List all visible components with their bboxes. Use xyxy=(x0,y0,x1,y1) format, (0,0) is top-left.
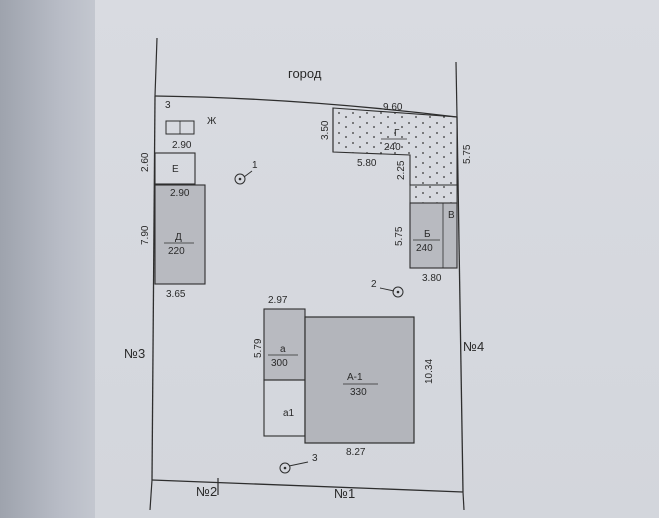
e-letter: Е xyxy=(172,164,179,175)
g-h1: 3.50 xyxy=(320,120,331,140)
v-letter: В xyxy=(448,210,455,221)
point-2-label: 2 xyxy=(371,279,377,290)
survey-point-3 xyxy=(279,461,309,474)
b-letter: Б xyxy=(424,229,431,240)
neighbor-right: №4 xyxy=(463,339,484,354)
fence-extensions xyxy=(149,37,465,511)
b-code: 240 xyxy=(416,243,433,254)
a-main-width: 8.27 xyxy=(346,447,366,458)
e-width: 2.90 xyxy=(170,188,190,199)
building-a-main xyxy=(304,316,415,444)
dim-top: 9.60 xyxy=(383,102,403,113)
a-letter: а xyxy=(280,344,286,355)
point-3-label: 3 xyxy=(312,453,318,464)
a-height: 5.79 xyxy=(253,338,264,358)
a-width: 2.97 xyxy=(268,295,288,306)
a1-letter: а1 xyxy=(283,408,295,419)
b-height: 5.75 xyxy=(394,226,405,246)
d-code: 220 xyxy=(168,246,185,257)
a-main-letter: А-1 xyxy=(347,372,363,383)
e-height: 2.60 xyxy=(140,152,151,172)
building-a xyxy=(263,308,306,381)
g-h-right: 5.75 xyxy=(462,144,473,164)
neighbor-bottom: №1 xyxy=(334,486,355,501)
a-code: 300 xyxy=(271,358,288,369)
zh-num: 3 xyxy=(165,100,171,111)
neighbor-left: №3 xyxy=(124,346,145,361)
building-b xyxy=(409,202,458,269)
g-w1: 5.80 xyxy=(357,158,377,169)
zh-letter: Ж xyxy=(207,116,217,127)
d-height: 7.90 xyxy=(140,225,151,245)
d-letter: Д xyxy=(175,232,182,243)
g-letter: Г xyxy=(394,128,400,139)
building-v xyxy=(409,184,458,204)
zh-width: 2.90 xyxy=(172,140,192,151)
street-label: город xyxy=(288,66,322,81)
building-d xyxy=(154,184,206,285)
a-main-code: 330 xyxy=(350,387,367,398)
survey-point-1 xyxy=(234,170,253,185)
a-main-height: 10.34 xyxy=(424,359,435,384)
g-h2: 2.25 xyxy=(396,160,407,180)
g-code: 240 xyxy=(384,142,401,153)
point-1-label: 1 xyxy=(252,160,258,171)
survey-point-2 xyxy=(379,286,404,298)
d-width: 3.65 xyxy=(166,289,186,300)
building-e xyxy=(154,152,196,185)
b-width: 3.80 xyxy=(422,273,442,284)
neighbor-bottom-left: №2 xyxy=(196,484,217,499)
